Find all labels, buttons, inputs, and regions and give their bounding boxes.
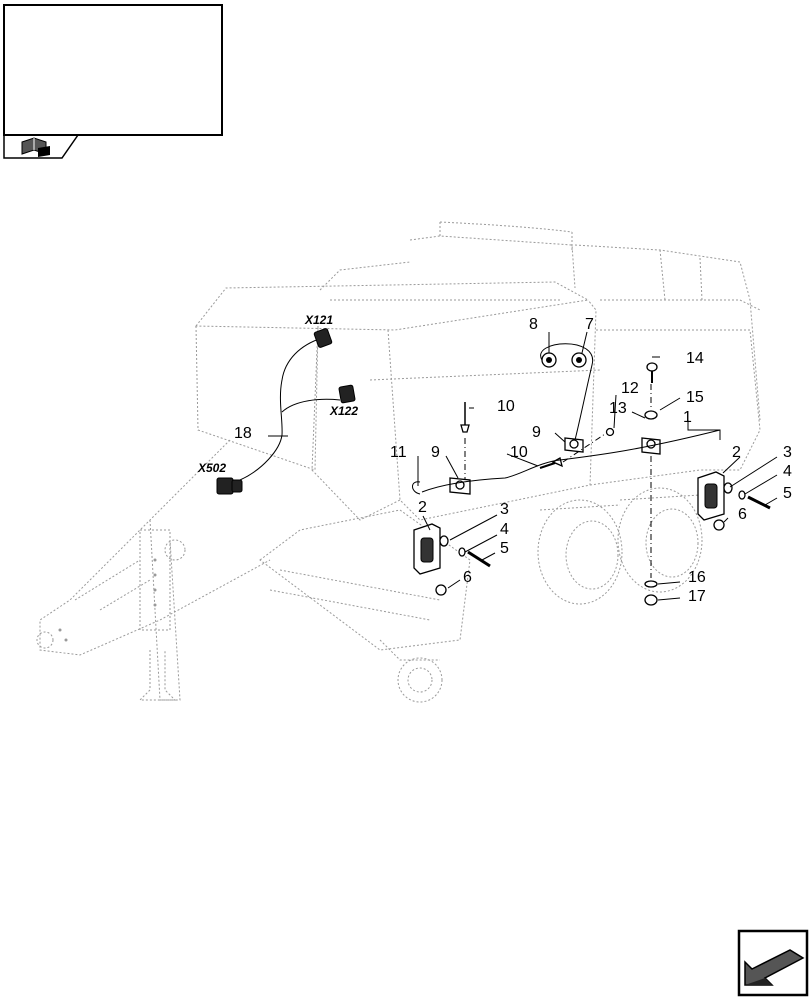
ref-7: 7 [585, 316, 594, 333]
ref-6-right: 6 [738, 506, 747, 523]
ref-13: 13 [609, 400, 627, 417]
ref-15: 15 [686, 389, 704, 406]
baler-outline [36, 221, 761, 703]
ref-2-right: 2 [732, 444, 741, 461]
ref-17: 17 [688, 588, 706, 605]
ref-3-right: 3 [783, 444, 792, 461]
ref-16: 16 [688, 569, 706, 586]
connector-label-x502: X502 [197, 461, 226, 475]
ref-9-left: 9 [431, 444, 440, 461]
ref-10-lower: 10 [510, 444, 528, 461]
ref-2-left: 2 [418, 499, 427, 516]
book-icon [21, 137, 50, 157]
ref-8: 8 [529, 316, 538, 333]
arrow-next-page-icon [744, 949, 805, 986]
ref-4-right: 4 [783, 463, 792, 480]
ref-12: 12 [621, 380, 639, 397]
connector-label-x121: X121 [304, 313, 333, 327]
connector-x122-plug [338, 384, 356, 404]
ref-1: 1 [683, 409, 692, 426]
ref-9-right: 9 [532, 424, 541, 441]
grommets [540, 343, 593, 441]
leader-lines [268, 331, 778, 601]
center-lines [464, 384, 652, 578]
ref-10-upper: 10 [497, 398, 515, 415]
connector-x121-plug [313, 328, 333, 348]
ref-5-right: 5 [783, 485, 792, 502]
connector-labels: X121 X122 X502 [197, 313, 358, 475]
left-lamp-assembly [413, 523, 491, 596]
cable-clips [412, 362, 721, 606]
ref-14: 14 [686, 350, 704, 367]
next-page-button[interactable] [737, 929, 809, 997]
ref-11: 11 [390, 444, 407, 461]
connector-x502-plug [216, 477, 243, 495]
ref-18: 18 [234, 425, 252, 442]
part-reference-labels: 1 2 2 3 3 4 4 5 5 6 6 7 8 9 9 10 10 11 1… [234, 316, 792, 605]
ref-4-left: 4 [500, 521, 509, 538]
connector-label-x122: X122 [329, 404, 358, 418]
ref-5-left: 5 [500, 540, 509, 557]
wiring-harness [216, 328, 356, 495]
right-lamp-assembly [697, 471, 771, 531]
title-block [3, 4, 223, 159]
ref-6-left: 6 [463, 569, 472, 586]
ref-3-left: 3 [500, 501, 509, 518]
